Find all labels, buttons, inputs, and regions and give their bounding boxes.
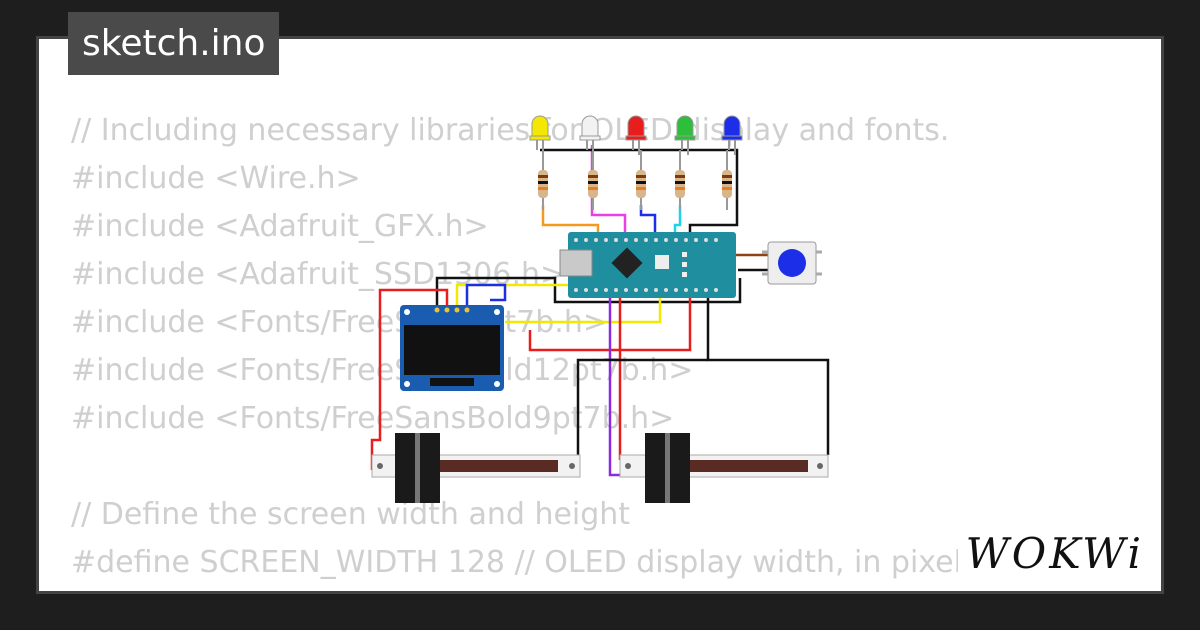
resistors [538, 150, 732, 210]
code-line: // Define the screen width and height [71, 497, 631, 532]
wire-orange [541, 205, 600, 238]
file-tab[interactable]: sketch.ino [68, 12, 280, 75]
code-line: #define SCREEN_WIDTH 128 // OLED display… [71, 545, 978, 580]
led-blue [721, 115, 743, 155]
resistor [538, 150, 548, 210]
led-green [674, 115, 696, 155]
resistor [636, 150, 646, 210]
slide-potentiometer[interactable] [619, 433, 829, 503]
push-button[interactable] [762, 241, 822, 285]
resistor [588, 150, 598, 210]
oled-display [400, 305, 504, 391]
code-line: #include <Adafruit_GFX.h> [71, 209, 489, 244]
wire-red-1 [370, 288, 449, 470]
led-yellow [529, 115, 551, 155]
wire-black-1 [435, 276, 742, 305]
wire-black-2 [706, 296, 830, 455]
wire-blue-2 [465, 283, 507, 305]
code-line: #include <Wire.h> [71, 161, 361, 196]
wires [370, 145, 830, 477]
wokwi-logo: WOKWi [957, 525, 1152, 582]
resistor [722, 150, 732, 210]
led-red [625, 115, 647, 155]
wire-cyan [673, 205, 682, 238]
led-white [579, 115, 601, 155]
led-group [529, 115, 743, 155]
slide-potentiometer[interactable] [371, 433, 581, 503]
wire-black-3 [576, 358, 708, 455]
wire-black-top [540, 148, 739, 238]
code-line: #include <Fonts/FreeSansBold9pt7b.h> [71, 401, 675, 436]
resistor [675, 150, 685, 210]
arduino-nano[interactable] [559, 232, 736, 298]
